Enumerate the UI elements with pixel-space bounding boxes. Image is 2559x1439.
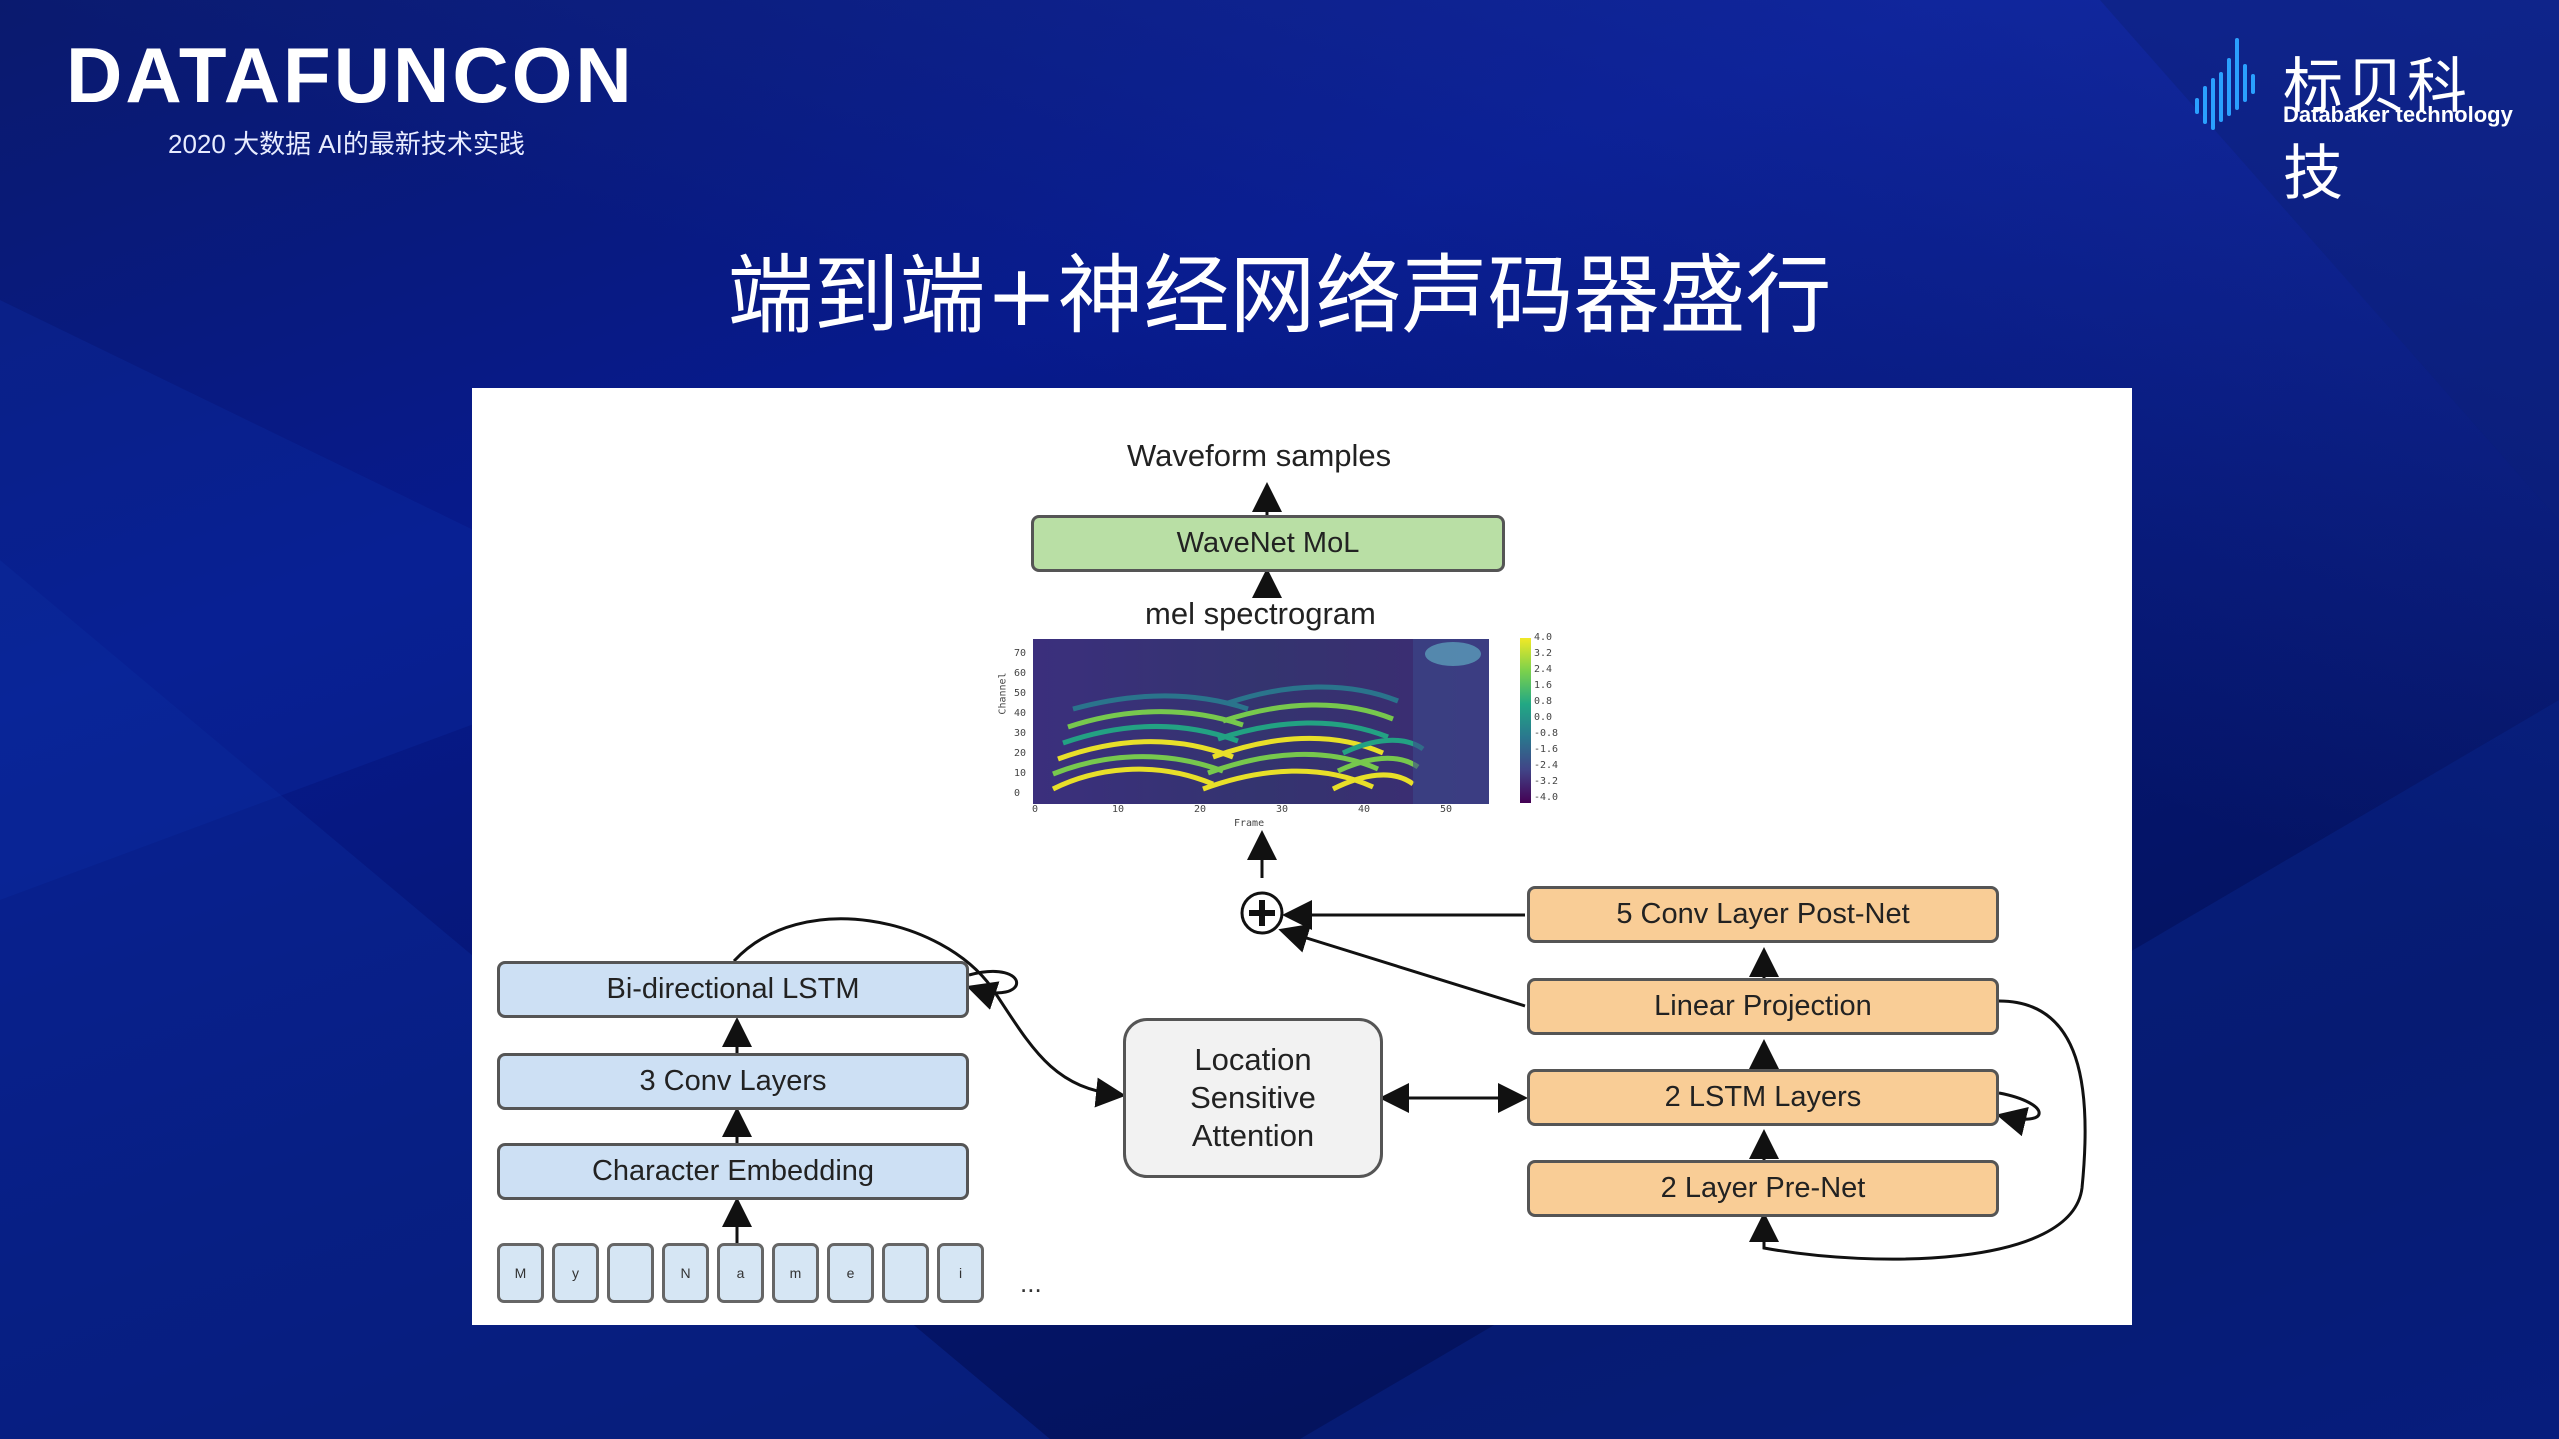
input-char-key: i — [937, 1243, 984, 1303]
brand-header: DATAFUNCON 2020 大数据 AI的最新技术实践 — [66, 30, 635, 161]
databaker-logo: 标贝科技 Databaker technology — [2191, 30, 2521, 209]
spectrogram-ylabel: Channel — [997, 672, 1009, 715]
input-ellipsis: ... — [1020, 1268, 1042, 1298]
slide-title: 端到端+神经网络声码器盛行 — [727, 246, 1832, 346]
brand-logo-text: DATAFUNCON — [66, 31, 635, 119]
colorbar-tick: 0.0 — [1534, 712, 1553, 723]
colorbar-tick: 0.8 — [1534, 696, 1553, 707]
ytick: 10 — [1014, 768, 1027, 779]
colorbar-tick: -0.8 — [1534, 728, 1559, 739]
ytick: 20 — [1014, 748, 1027, 759]
input-char-key: e — [827, 1243, 874, 1303]
input-char-key: N — [662, 1243, 709, 1303]
input-char-key: m — [772, 1243, 819, 1303]
colorbar-tick: 4.0 — [1534, 632, 1553, 643]
colorbar — [1520, 638, 1531, 803]
encoder-conv-box: 3 Conv Layers — [497, 1053, 969, 1110]
input-char-key: a — [717, 1243, 764, 1303]
brand-subtitle: 2020 大数据 AI的最新技术实践 — [168, 129, 525, 159]
postnet-box: 5 Conv Layer Post-Net — [1527, 886, 1999, 943]
xtick: 30 — [1276, 804, 1289, 815]
xtick: 40 — [1358, 804, 1371, 815]
colorbar-tick: 3.2 — [1534, 648, 1553, 659]
input-char-key — [882, 1243, 929, 1303]
colorbar-tick: -4.0 — [1534, 792, 1559, 803]
input-char-key — [607, 1243, 654, 1303]
location-sensitive-attention-box: Location Sensitive Attention — [1123, 1018, 1383, 1178]
attention-line: Location — [1194, 1042, 1312, 1077]
xtick: 50 — [1440, 804, 1453, 815]
soundwave-icon — [2195, 38, 2255, 130]
prenet-box: 2 Layer Pre-Net — [1527, 1160, 1999, 1217]
tacotron-diagram: Waveform samples WaveNet MoL mel spectro… — [472, 388, 2132, 1325]
xtick: 10 — [1112, 804, 1125, 815]
spectrogram-xlabel: Frame — [1234, 818, 1265, 829]
ytick: 40 — [1014, 708, 1027, 719]
colorbar-tick: 1.6 — [1534, 680, 1553, 691]
waveform-label: Waveform samples — [1127, 438, 1392, 473]
ytick: 70 — [1014, 648, 1027, 659]
colorbar-tick: -1.6 — [1534, 744, 1559, 755]
wavenet-box: WaveNet MoL — [1031, 515, 1505, 572]
input-char-key: M — [497, 1243, 544, 1303]
attention-line: Sensitive — [1190, 1080, 1316, 1115]
ytick: 60 — [1014, 668, 1027, 679]
character-embedding-box: Character Embedding — [497, 1143, 969, 1200]
ytick: 30 — [1014, 728, 1027, 739]
mel-spectrogram-image — [1033, 639, 1489, 804]
input-char-key: y — [552, 1243, 599, 1303]
decoder-lstm-box: 2 LSTM Layers — [1527, 1069, 1999, 1126]
xtick: 0 — [1032, 804, 1039, 815]
linear-projection-box: Linear Projection — [1527, 978, 1999, 1035]
logo-chinese-text: 标贝科技 — [2283, 52, 2469, 209]
mel-spectrogram-label: mel spectrogram — [1145, 596, 1376, 631]
attention-line: Attention — [1191, 1118, 1315, 1153]
encoder-bilstm-box: Bi-directional LSTM — [497, 961, 969, 1018]
logo-english-text: Databaker technology — [2283, 102, 2513, 127]
colorbar-tick: 2.4 — [1534, 664, 1553, 675]
colorbar-tick: -3.2 — [1534, 776, 1559, 787]
xtick: 20 — [1194, 804, 1207, 815]
ytick: 50 — [1014, 688, 1027, 699]
ytick: 0 — [1014, 788, 1021, 799]
colorbar-tick: -2.4 — [1534, 760, 1559, 771]
diagram-arrows — [722, 482, 2087, 1261]
